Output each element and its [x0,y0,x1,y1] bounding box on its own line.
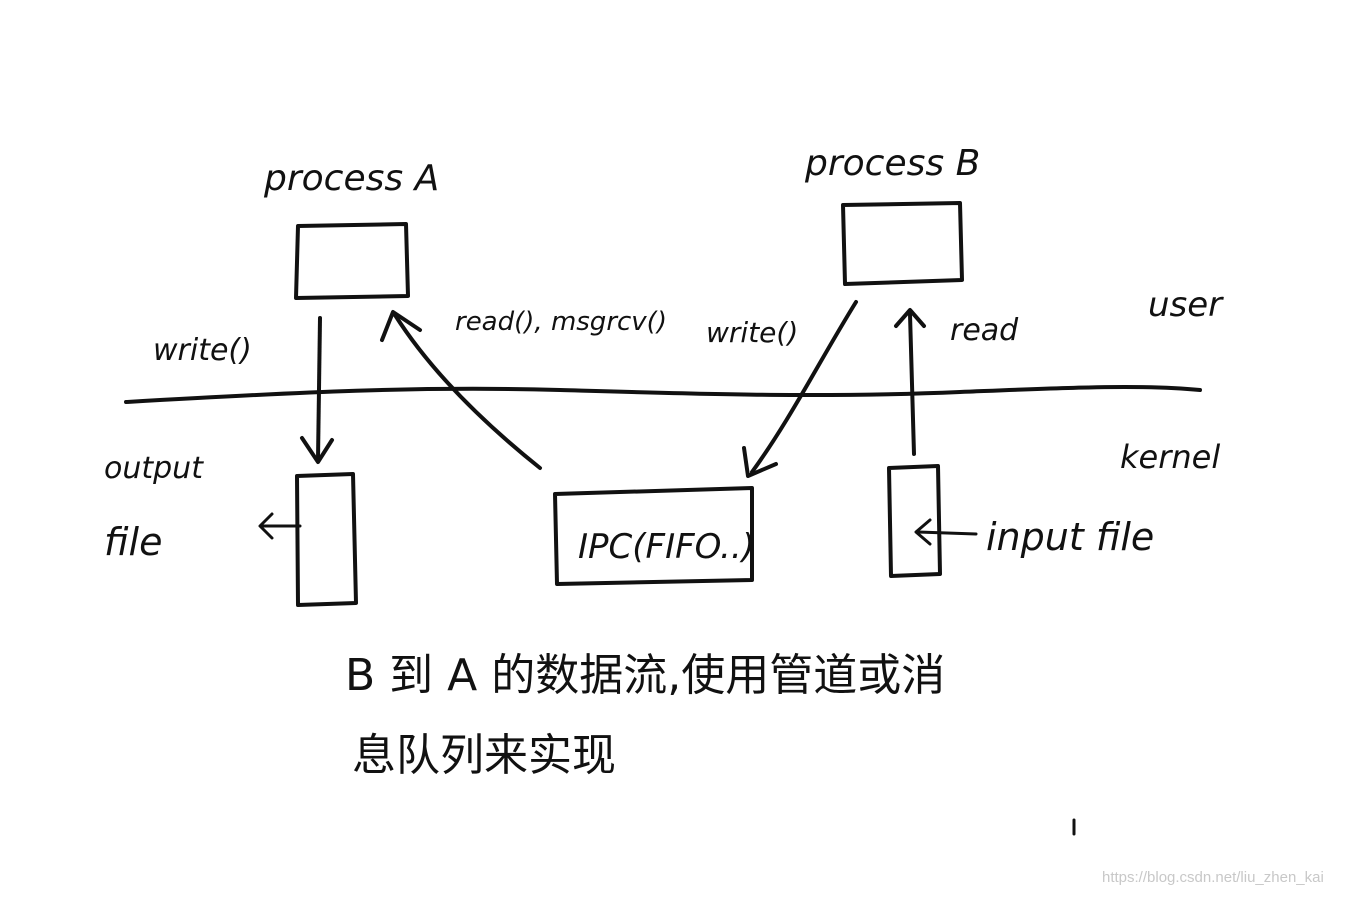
output-label-line2: file [104,520,162,564]
user-label: user [1148,285,1224,325]
arrow-a-to-output-head [300,436,334,464]
output-file-box [295,472,358,607]
arrow-b-to-ipc [750,300,858,474]
ipc-box [553,486,754,586]
read-msgrcv-label: read(), msgrcv() [455,307,667,337]
write-b-label: write() [706,316,798,349]
arrow-ipc-to-a-head [380,310,422,342]
read-b-label: read [950,313,1019,348]
caption-line2: 息队列来实现 [352,730,616,781]
caption-line1: B 到 A 的数据流,使用管道或消 [345,650,945,701]
arrow-into-input-file [916,530,978,536]
process-b-label: process B [804,143,980,184]
output-label-line1: output [104,451,204,486]
kernel-label: kernel [1120,438,1220,476]
ipc-label: IPC(FIFO..) [578,527,755,567]
process-a-box [294,222,410,300]
arrow-b-to-ipc-head [742,446,778,478]
arrow-into-output-file-head [258,512,274,540]
input-file-box [887,464,942,578]
process-b-box [841,201,964,286]
arrow-ipc-to-a [393,313,542,470]
process-a-label: process A [263,158,439,199]
arrow-input-to-b [908,312,916,456]
watermark-url: https://blog.csdn.net/liu_zhen_kai [1102,869,1324,886]
arrow-input-to-b-head [894,308,926,328]
input-file-label: input file [986,515,1154,559]
user-kernel-divider [124,384,1202,404]
arrow-a-to-output [316,316,322,462]
write-a-label: write() [153,333,252,368]
arrow-into-input-file-head [914,518,932,546]
